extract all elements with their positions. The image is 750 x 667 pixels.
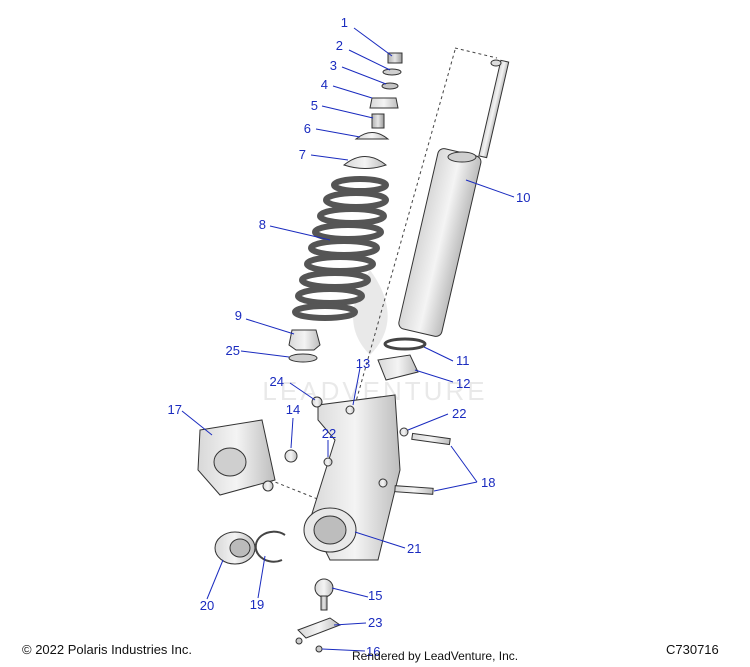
shock-absorber (398, 59, 510, 337)
washer-part-2 (381, 82, 399, 90)
shock-bracket (377, 354, 419, 381)
diagram-code: C730716 (666, 642, 719, 657)
shock-rod-top (490, 59, 502, 67)
shock-rod (478, 59, 510, 159)
washer-part (382, 68, 402, 76)
callout-13[interactable]: 13 (356, 356, 370, 371)
bushing-part (369, 97, 399, 109)
retainer-plate (297, 617, 342, 639)
callout-16[interactable]: 16 (366, 644, 380, 659)
callout-18[interactable]: 18 (481, 475, 495, 490)
callout-8[interactable]: 8 (259, 217, 266, 232)
copyright-text: © 2022 Polaris Industries Inc. (22, 642, 192, 657)
nut-22-left (323, 457, 333, 467)
spring-seat-part (342, 156, 388, 169)
caliper-guide-line (269, 479, 321, 501)
callout-12[interactable]: 12 (456, 376, 470, 391)
callout-2[interactable]: 2 (336, 38, 343, 53)
nut-part (387, 52, 403, 64)
callout-9[interactable]: 9 (235, 308, 242, 323)
small-hardware (262, 396, 451, 495)
assembly-guide-line-2 (354, 49, 456, 406)
bolt-18-lower (394, 485, 434, 495)
sleeve-part (371, 113, 385, 129)
shock-body (398, 148, 482, 337)
bump-stop (288, 329, 321, 363)
snap-ring (254, 530, 286, 563)
callout-21[interactable]: 21 (407, 541, 421, 556)
assembly-guide-line (454, 47, 498, 59)
callout-19[interactable]: 19 (250, 597, 264, 612)
callout-7[interactable]: 7 (299, 147, 306, 162)
callout-6[interactable]: 6 (304, 121, 311, 136)
callout-10[interactable]: 10 (516, 190, 530, 205)
callout-11[interactable]: 11 (456, 353, 470, 368)
brake-caliper (197, 419, 276, 496)
nut-18-low (378, 478, 388, 488)
caliper-bolt-2 (262, 480, 274, 492)
leader-lines (181, 27, 515, 652)
callout-17[interactable]: 17 (168, 402, 182, 417)
nut-13 (345, 405, 355, 415)
callout-25[interactable]: 25 (226, 343, 240, 358)
watermark: LEADVENTURE (262, 270, 485, 406)
callout-22-upper[interactable]: 22 (452, 406, 466, 421)
rendered-by-text: Rendered by LeadVenture, Inc. (352, 649, 519, 663)
shock-cap (447, 151, 477, 163)
callout-15[interactable]: 15 (368, 588, 382, 603)
nut-22-right (399, 427, 409, 437)
callout-5[interactable]: 5 (311, 98, 318, 113)
callout-3[interactable]: 3 (330, 58, 337, 73)
callout-20[interactable]: 20 (200, 598, 214, 613)
top-mount-stack (342, 52, 403, 169)
callout-23[interactable]: 23 (368, 615, 382, 630)
bump-stop-washer (288, 353, 318, 363)
callout-14[interactable]: 14 (286, 402, 300, 417)
lower-mount (377, 337, 427, 381)
callout-24[interactable]: 24 (270, 374, 284, 389)
coil-spring (292, 176, 389, 321)
callout-22-lower[interactable]: 22 (322, 426, 336, 441)
screws (295, 637, 323, 653)
steering-knuckle (303, 394, 401, 561)
callout-1[interactable]: 1 (341, 15, 348, 30)
callout-4[interactable]: 4 (321, 77, 328, 92)
caliper-bolt (284, 449, 298, 463)
ball-joint (314, 578, 334, 611)
bolt-18-upper (411, 432, 451, 446)
seal-ring (383, 337, 427, 351)
upper-cup-part (354, 132, 390, 140)
callouts: 1 2 3 4 5 6 7 8 9 10 11 12 13 14 15 16 1… (168, 15, 531, 659)
wheel-bearing (214, 531, 256, 565)
